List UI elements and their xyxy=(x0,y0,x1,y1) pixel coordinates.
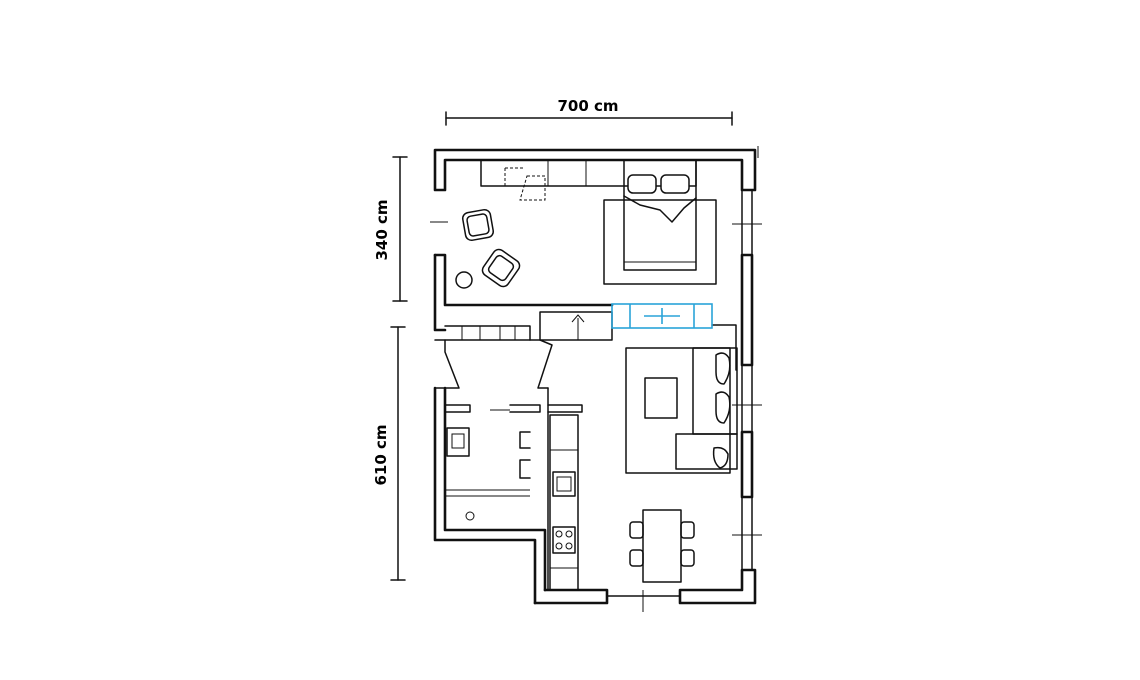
living-area xyxy=(625,347,738,474)
dimension-width: 700 cm xyxy=(445,97,733,126)
upper-height-label: 340 cm xyxy=(373,199,391,260)
dining-set xyxy=(629,509,695,583)
side-table xyxy=(455,271,473,289)
exterior-walls xyxy=(433,148,757,605)
coffee-table xyxy=(644,377,678,419)
shower-drain xyxy=(465,511,475,521)
double-bed xyxy=(603,159,717,285)
rug xyxy=(625,347,731,474)
dimension-lower-height: 610 cm xyxy=(372,326,406,581)
toilet xyxy=(519,431,531,449)
dining-table xyxy=(642,509,682,583)
armchairs xyxy=(455,208,521,289)
sofa-chaise xyxy=(675,433,738,470)
dimension-upper-height: 340 cm xyxy=(373,156,408,302)
sink xyxy=(446,427,470,457)
window-ticks xyxy=(430,146,762,612)
bidet xyxy=(519,459,531,479)
closet-highlight xyxy=(611,303,713,329)
bathroom-fixtures xyxy=(445,427,531,521)
width-label: 700 cm xyxy=(557,97,618,115)
interior-partition xyxy=(444,311,737,371)
kitchen-counter xyxy=(549,414,579,591)
lower-height-label: 610 cm xyxy=(372,424,390,485)
cooktop xyxy=(552,526,576,554)
kitchen-sink xyxy=(552,471,576,497)
bathroom-door-frame xyxy=(434,339,583,591)
